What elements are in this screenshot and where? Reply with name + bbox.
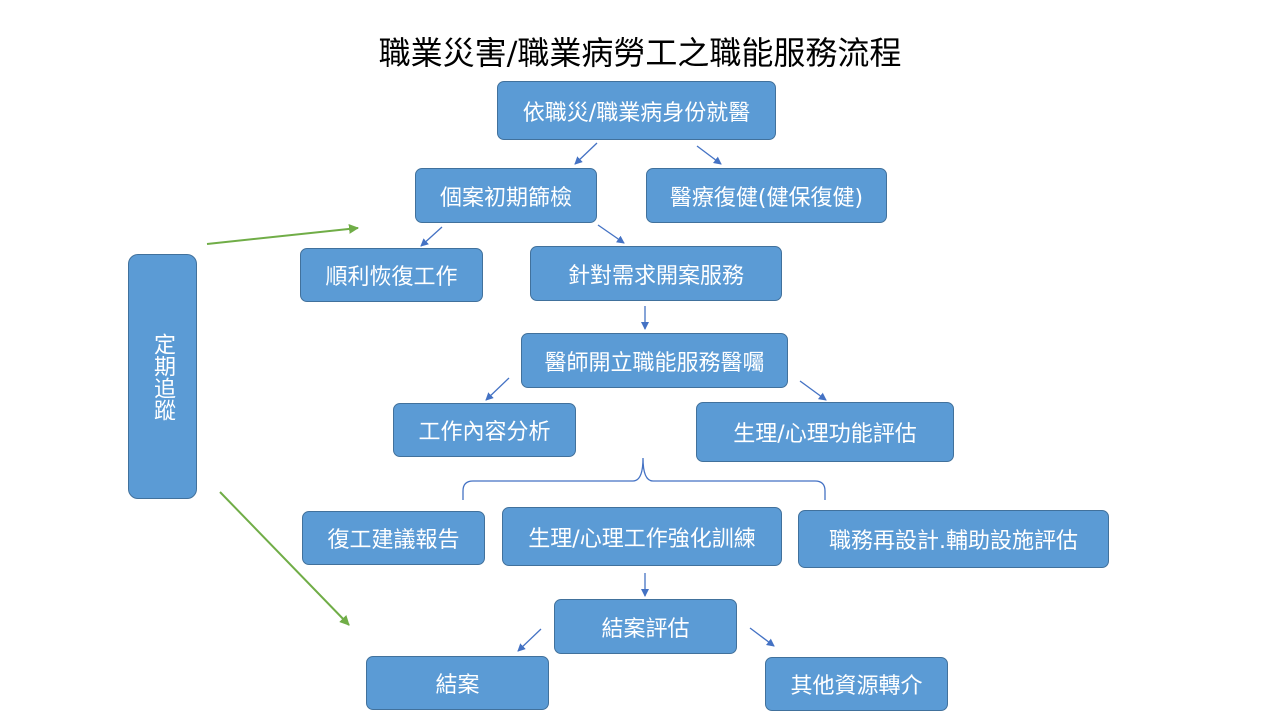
node-job-redesign: 職務再設計.輔助設施評估 [798, 510, 1109, 568]
node-function-eval: 生理/心理功能評估 [696, 402, 954, 462]
arrow-screening-to-return-work [420, 226, 443, 247]
arrow-start-to-screening [574, 142, 598, 165]
arrow-closing-eval-to-referral [749, 627, 775, 647]
node-referral: 其他資源轉介 [765, 657, 948, 711]
node-work-hardening: 生理/心理工作強化訓練 [502, 507, 782, 566]
node-job-analysis: 工作內容分析 [393, 403, 576, 457]
arrow-doctor-order-to-function-eval [799, 380, 827, 401]
arrow-follow-up-to-screening [206, 223, 359, 245]
node-return-report: 復工建議報告 [302, 511, 485, 565]
node-doctor-order: 醫師開立職能服務醫囑 [521, 333, 788, 388]
arrow-follow-up-to-closing [219, 491, 350, 626]
arrow-start-to-medical-rehab [696, 145, 722, 165]
node-screening: 個案初期篩檢 [415, 168, 597, 223]
node-open-case: 針對需求開案服務 [530, 246, 782, 301]
arrow-screening-to-open-case [597, 224, 625, 244]
arrow-closing-eval-to-closed [517, 628, 542, 652]
node-closing-eval: 結案評估 [554, 599, 737, 654]
node-medical-rehab: 醫療復健(健保復健) [646, 168, 887, 223]
brace-connector [462, 457, 826, 500]
node-return-work: 順利恢復工作 [300, 248, 483, 302]
arrow-doctor-order-to-job-analysis [485, 377, 510, 401]
diagram-title: 職業災害/職業病勞工之職能服務流程 [378, 34, 902, 72]
node-follow-up: 定期追蹤 [128, 254, 197, 499]
node-start: 依職災/職業病身份就醫 [497, 81, 776, 140]
node-closed: 結案 [366, 656, 549, 710]
